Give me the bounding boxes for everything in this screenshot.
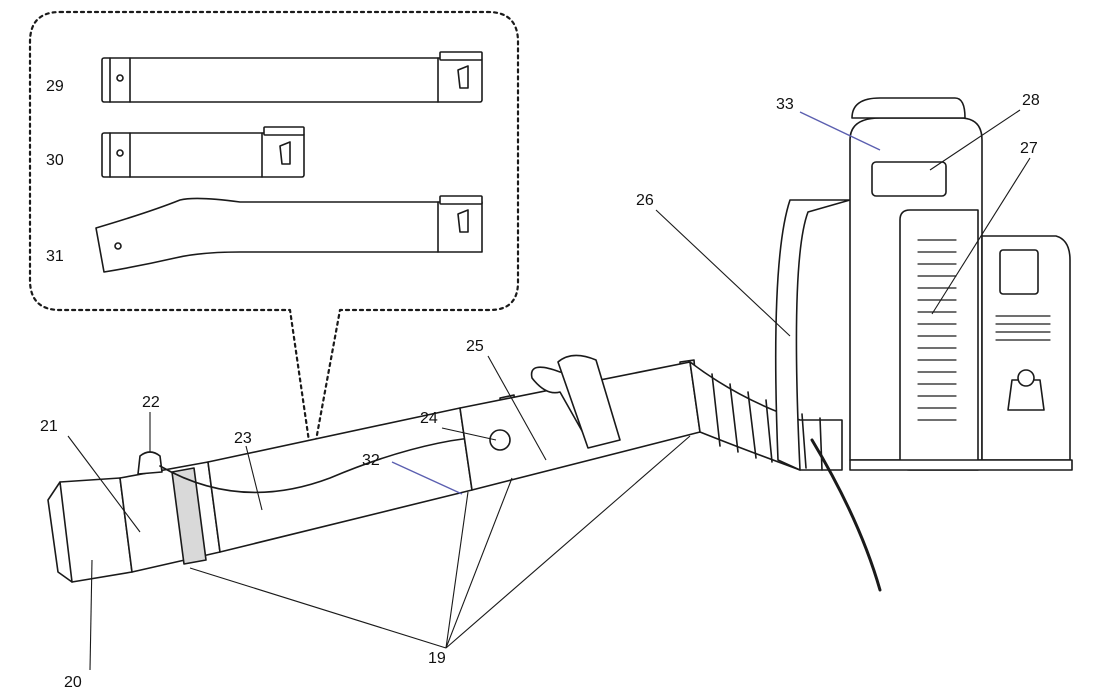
callout-33: 33 xyxy=(776,96,794,113)
callout-19: 19 xyxy=(428,650,446,667)
leader-27 xyxy=(931,157,1031,315)
leader-23 xyxy=(245,445,263,511)
callout-22: 22 xyxy=(142,394,160,411)
leader-19d xyxy=(445,435,691,649)
leader-28 xyxy=(929,109,1021,171)
callout-29: 29 xyxy=(46,78,64,95)
leader-32 xyxy=(391,461,463,495)
blower-unit xyxy=(774,97,1073,592)
pipe-29 xyxy=(101,51,483,103)
callout-32: 32 xyxy=(362,452,380,469)
leader-33 xyxy=(799,111,881,151)
callout-27: 27 xyxy=(1020,140,1038,157)
pipe-30 xyxy=(101,126,305,178)
leader-24 xyxy=(441,427,497,441)
leader-19c xyxy=(445,477,513,649)
callout-26: 26 xyxy=(636,192,654,209)
pipe-options-bubble xyxy=(28,10,520,464)
callout-30: 30 xyxy=(46,152,64,169)
leader-26 xyxy=(655,209,791,337)
leader-19a xyxy=(189,567,447,649)
callout-23: 23 xyxy=(234,430,252,447)
callout-25: 25 xyxy=(466,338,484,355)
pipe-assembly xyxy=(47,354,843,583)
callout-28: 28 xyxy=(1022,92,1040,109)
callout-24: 24 xyxy=(420,410,438,427)
callout-21: 21 xyxy=(40,418,58,435)
leader-21 xyxy=(67,435,141,533)
leader-19b xyxy=(445,491,469,649)
pipe-31 xyxy=(95,195,483,273)
leader-20 xyxy=(89,559,93,671)
callout-20: 20 xyxy=(64,674,82,691)
callout-31: 31 xyxy=(46,248,64,265)
leader-25 xyxy=(487,355,547,461)
